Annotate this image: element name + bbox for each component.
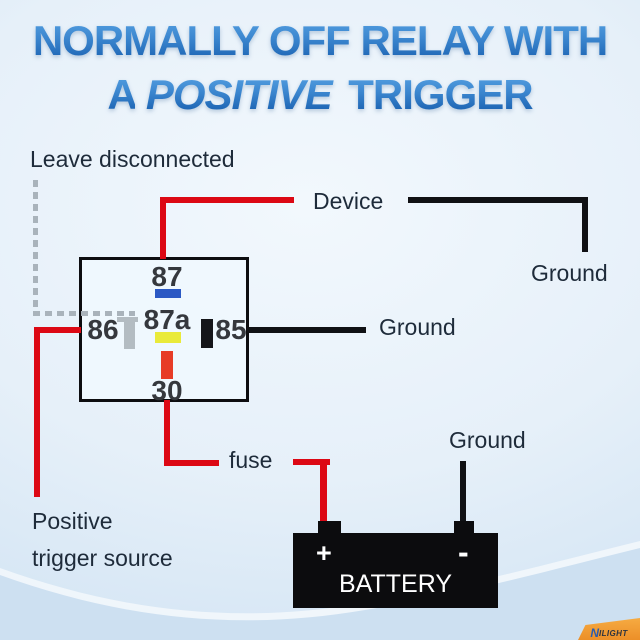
wire-86-horizontal [34, 327, 81, 333]
label-ground-battery: Ground [449, 427, 526, 453]
battery-minus-sign: - [458, 534, 469, 570]
pin-30-terminal-bar [161, 351, 173, 379]
wire-87-device-vertical [160, 197, 166, 259]
label-positive-trigger-line2: trigger source [32, 545, 173, 571]
title-line1: NORMALLY OFF RELAY WITH [0, 14, 640, 68]
relay-pin-87-label: 87 [151, 261, 183, 292]
label-ground-pin85: Ground [379, 314, 456, 340]
battery-plus-sign: + [316, 538, 332, 568]
pin-86-terminal-bar [124, 317, 135, 349]
dashed-wire-87a-vertical [33, 180, 38, 316]
background-wave [0, 541, 640, 640]
label-ground-device: Ground [531, 260, 608, 286]
wire-85-ground [247, 327, 366, 333]
label-positive-trigger-line1: Positive [32, 508, 113, 534]
wire-86-trigger-vertical [34, 327, 40, 497]
wire-30-fuse-horizontal [164, 460, 219, 466]
battery-positive-post [318, 521, 341, 534]
relay-pin-87a-label: 87a [143, 304, 191, 335]
pin-87-contact-bar [155, 289, 181, 298]
wire-30-vertical [164, 400, 170, 466]
title-line2: A POSITIVE TRIGGER [107, 71, 533, 118]
wire-87-device-horizontal [160, 197, 294, 203]
dashed-wire-87a-horizontal [33, 311, 135, 316]
battery-body [293, 533, 498, 608]
label-leave-disconnected: Leave disconnected [30, 146, 235, 172]
battery-label: BATTERY [339, 570, 452, 598]
wire-device-ground-vertical [582, 197, 588, 252]
label-device: Device [313, 188, 384, 214]
relay-box: 87 87a 86 85 30 [79, 257, 249, 406]
nilight-logo-text: ILIGHT [599, 629, 628, 638]
pin-85-terminal-bar [201, 319, 213, 348]
page-title: NORMALLY OFF RELAY WITH A POSITIVE TRIGG… [0, 14, 640, 122]
relay-pin-86-label: 86 [87, 314, 119, 345]
relay-pin-85-label: 85 [215, 314, 247, 345]
battery-negative-post [454, 521, 474, 534]
wire-fuse-battery-vertical [320, 459, 327, 522]
nilight-logo-n: N [590, 626, 600, 640]
pin-87a-contact-bar [155, 332, 181, 343]
relay-pin-30-label: 30 [151, 375, 183, 406]
label-fuse: fuse [229, 447, 273, 473]
wire-device-ground-horizontal [408, 197, 588, 203]
wire-battery-ground [460, 461, 466, 522]
wire-fuse-battery-horizontal [293, 459, 330, 465]
